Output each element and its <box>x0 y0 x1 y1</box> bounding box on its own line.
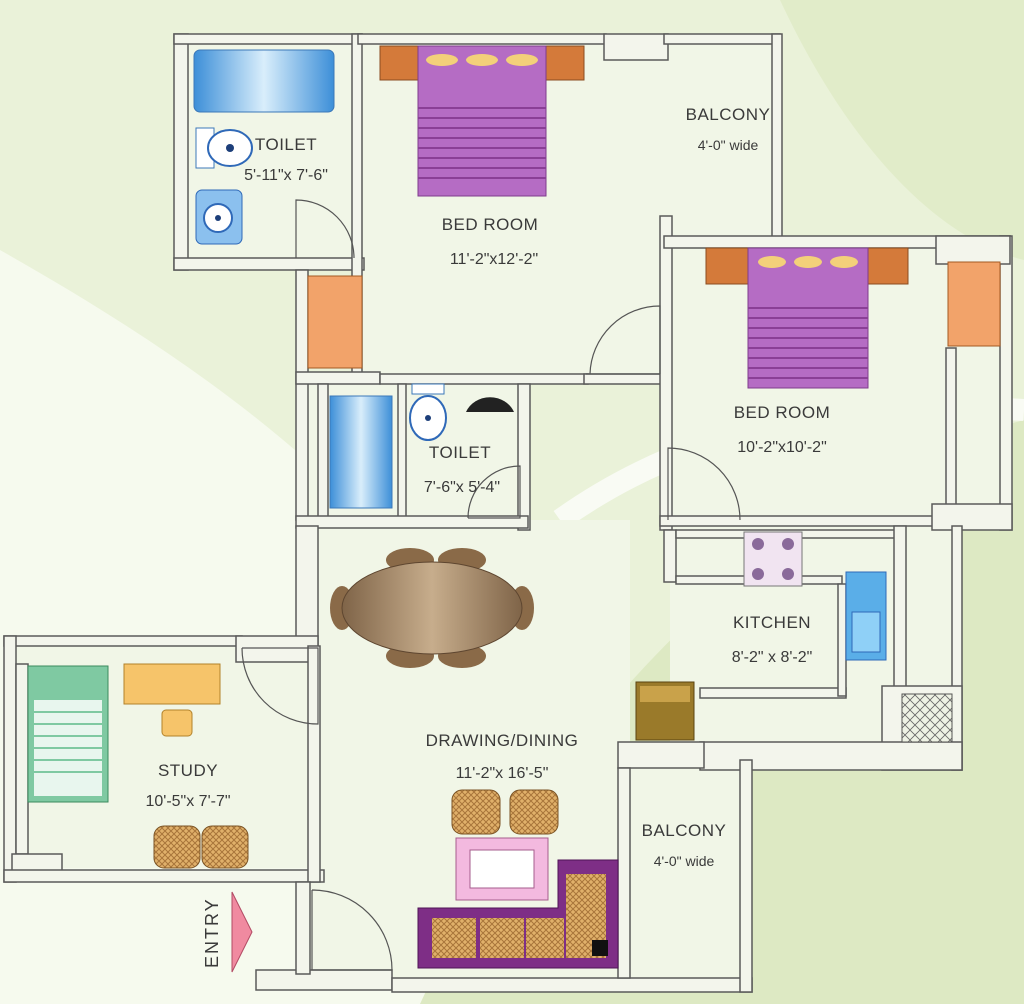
balcony-2-name: BALCONY <box>642 821 727 840</box>
hob <box>743 531 803 587</box>
study-name: STUDY <box>158 761 218 780</box>
toilet-2-name: TOILET <box>429 443 491 462</box>
dining-set <box>330 548 534 668</box>
door-swings <box>241 199 741 971</box>
balcony-1-name: BALCONY <box>686 105 771 124</box>
kitchen-dims: 8'-2" x 8'-2" <box>732 649 813 666</box>
kitchen-fixtures <box>635 531 953 743</box>
toilet-1-name: TOILET <box>255 135 317 154</box>
walls <box>3 33 1013 993</box>
bedroom-1-dims: 11'-2"x12'-2" <box>450 251 538 268</box>
bedroom-1-furniture <box>307 45 585 369</box>
bedroom-2-dims: 10'-2"x10'-2" <box>737 439 827 456</box>
bathtub <box>193 49 335 113</box>
toilet-2-dims: 7'-6"x 5'-4" <box>424 479 500 496</box>
shower-tray <box>329 395 393 509</box>
bedroom-1-name: BED ROOM <box>442 215 539 234</box>
armchair <box>153 825 201 869</box>
toilet-2-fixtures <box>329 383 514 509</box>
study-dims: 10'-5"x 7'-7" <box>145 793 230 810</box>
drawing-furniture <box>417 789 619 969</box>
bedroom-2-furniture <box>705 247 1001 389</box>
balcony-2-dims: 4'-0" wide <box>654 853 715 869</box>
washbasin <box>466 397 514 412</box>
drawing-dining-name: DRAWING/DINING <box>426 731 579 750</box>
balcony-1-dims: 4'-0" wide <box>698 137 759 153</box>
side-cabinet <box>947 261 1001 347</box>
side-cabinet <box>307 275 363 369</box>
dining-table <box>341 561 523 655</box>
toilet-1-dims: 5'-11"x 7'-6" <box>244 167 328 184</box>
bed <box>417 45 547 197</box>
bedroom-2-name: BED ROOM <box>734 403 831 422</box>
room-labels: TOILET 5'-11"x 7'-6" BED ROOM 11'-2"x12'… <box>145 105 831 869</box>
armchair <box>201 825 249 869</box>
study-chair <box>161 709 193 737</box>
armchair <box>509 789 559 835</box>
kitchen-name: KITCHEN <box>733 613 811 632</box>
entry-marker: ENTRY <box>202 891 253 973</box>
duct <box>901 693 953 743</box>
entry-arrow-icon <box>231 891 253 973</box>
entry-label: ENTRY <box>202 897 222 968</box>
drawing-dining-dims: 11'-2"x 16'-5" <box>456 765 549 782</box>
study-furniture <box>27 663 249 869</box>
toilet-1-fixtures <box>193 49 335 245</box>
armchair <box>451 789 501 835</box>
study-desk <box>123 663 221 705</box>
